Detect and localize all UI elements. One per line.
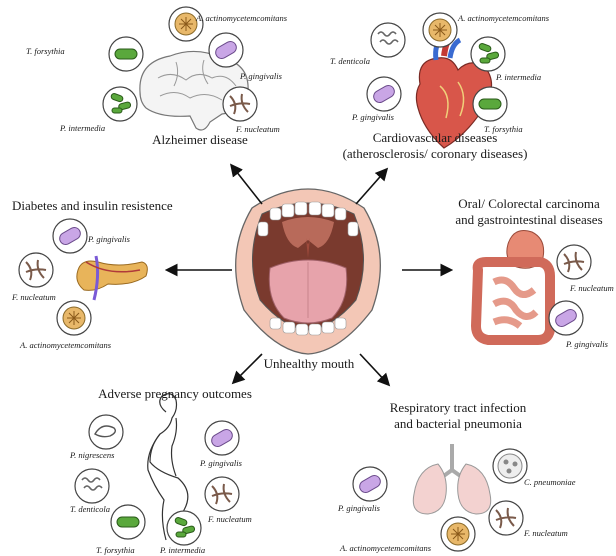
diab-bact-1: F. nucleatum: [12, 292, 56, 302]
cardio-bact-4: T. forsythia: [484, 124, 523, 134]
preg-bact-2: T. denticola: [70, 504, 110, 514]
cardio-bact-3: P. gingivalis: [352, 112, 394, 122]
bacteria-icon-cardio-aa: [423, 13, 457, 47]
alz-bact-4: F. nucleatum: [236, 124, 280, 134]
resp-bact-3: A. actinomycetemcomitans: [340, 543, 431, 553]
cardio-bact-1: T. denticola: [330, 56, 370, 66]
label-cardio-line2: (atherosclerosis/ coronary diseases): [330, 146, 540, 162]
resp-bact-2: F. nucleatum: [524, 528, 568, 538]
bacteria-icon-resp-fn: [489, 501, 523, 535]
cardio-bact-0: A. actinomycetemcomitans: [458, 13, 549, 23]
label-pregnancy: Adverse pregnancy outcomes: [90, 386, 260, 402]
bacteria-icon-preg-td: [75, 469, 109, 503]
bacteria-icon-diab-aa: [57, 301, 91, 335]
preg-bact-3: F. nucleatum: [208, 514, 252, 524]
label-oral-line2: and gastrointestinal diseases: [444, 212, 614, 228]
label-alzheimer: Alzheimer disease: [130, 132, 270, 148]
diab-bact-2: A. actinomycetemcomitans: [20, 340, 111, 350]
bacteria-icon-preg-pi: [167, 511, 201, 545]
label-resp-line2: and bacterial pneumonia: [368, 416, 548, 432]
bacteria-icon-preg-tf: [111, 505, 145, 539]
bacteria-icon-alz-pi: [103, 87, 137, 121]
alz-bact-1: T. forsythia: [26, 46, 65, 56]
label-resp-line1: Respiratory tract infection: [368, 400, 548, 416]
lungs-illustration: [413, 444, 490, 514]
bacteria-icon-resp-aa: [441, 517, 475, 551]
bacteria-icon-cardio-pg: [367, 77, 401, 111]
pancreas-illustration: [77, 256, 147, 300]
bacteria-icon-alz-fn: [223, 87, 257, 121]
label-center: Unhealthy mouth: [254, 356, 364, 372]
bacteria-icon-preg-pn: [89, 415, 123, 449]
bacteria-icon-cardio-pi: [471, 37, 505, 71]
cardio-bact-2: P. intermedia: [496, 72, 541, 82]
bacteria-icon-diab-fn: [19, 253, 53, 287]
bacteria-icon-oral-pg: [549, 301, 583, 335]
mouth-illustration: [236, 189, 381, 354]
diab-bact-0: P. gingivalis: [88, 234, 130, 244]
preg-bact-4: T. forsythia: [96, 545, 135, 555]
oral-bact-1: P. gingivalis: [566, 339, 608, 349]
preg-bact-1: P. gingivalis: [200, 458, 242, 468]
bacteria-icon-alz-pg: [209, 33, 243, 67]
alz-bact-3: P. intermedia: [60, 123, 105, 133]
bacteria-icon-resp-pg: [353, 467, 387, 501]
bacteria-icon-preg-fn: [205, 477, 239, 511]
bacteria-icon-oral-fn: [557, 245, 591, 279]
preg-bact-5: P. intermedia: [160, 545, 205, 555]
resp-bact-0: P. gingivalis: [338, 503, 380, 513]
bacteria-icon-cardio-td: [371, 23, 405, 57]
resp-bact-1: C. pneumoniae: [524, 477, 575, 487]
bacteria-icon-alz-tf: [109, 37, 143, 71]
preg-bact-0: P. nigrescens: [70, 450, 114, 460]
label-oral-line1: Oral/ Colorectal carcinoma: [444, 196, 614, 212]
digestive-illustration: [476, 231, 550, 341]
bacteria-icon-diab-pg: [53, 219, 87, 253]
bacteria-icon-resp-cp: [493, 449, 527, 483]
oral-bact-0: F. nucleatum: [570, 283, 614, 293]
bacteria-icon-cardio-tf: [473, 87, 507, 121]
bacteria-icon-preg-pg: [205, 421, 239, 455]
alz-bact-0: A. actinomycetemcomitans: [196, 13, 287, 23]
alz-bact-2: P. gingivalis: [240, 71, 282, 81]
label-diabetes: Diabetes and insulin resistence: [12, 198, 173, 214]
